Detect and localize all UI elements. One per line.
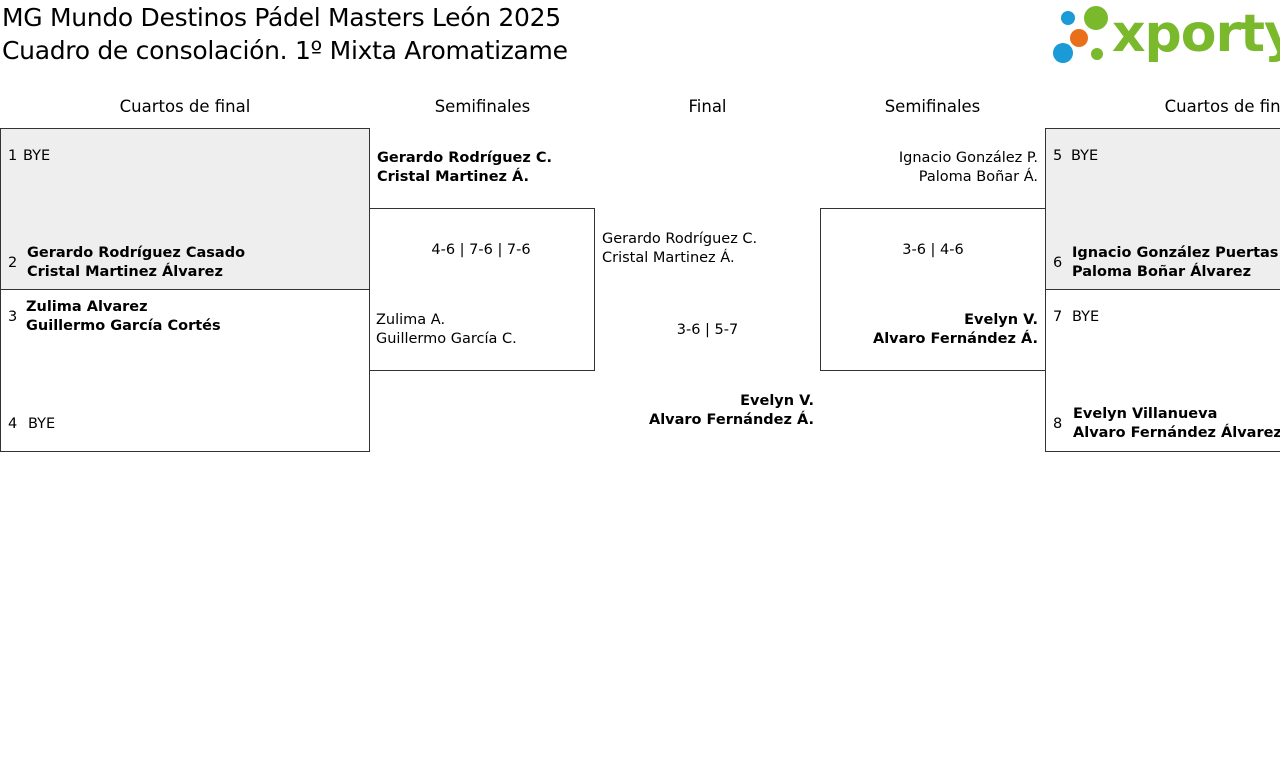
player-name: Paloma Boñar Álvarez xyxy=(1072,264,1252,280)
round-header-left-sf: Semifinales xyxy=(434,97,531,116)
team-name: BYE xyxy=(1072,309,1100,325)
final-score: 3-6 | 5-7 xyxy=(676,322,739,338)
right-qf-match-2[interactable]: 7 BYE 8 Evelyn Villanueva Alvaro Fernánd… xyxy=(1045,289,1280,452)
match-score: 3-6 | 4-6 xyxy=(902,242,964,258)
player-name: Cristal Martinez Álvarez xyxy=(27,264,223,280)
left-sf-top-player: Gerardo Rodríguez C. xyxy=(377,150,553,166)
team-name: BYE xyxy=(28,416,56,432)
player-name: Alvaro Fernández Álvarez xyxy=(1073,425,1280,441)
seed-number: 4 xyxy=(8,416,18,432)
final-top-player: Gerardo Rodríguez C. xyxy=(602,231,758,247)
right-sf-bracket: 3-6 | 4-6 Evelyn V. Alvaro Fernández Á. xyxy=(820,208,1046,371)
logo-wordmark: xporty xyxy=(1112,4,1280,64)
round-header-final: Final xyxy=(688,97,727,116)
left-qf-match-1[interactable]: 1 BYE 2 Gerardo Rodríguez Casado Cristal… xyxy=(0,128,370,290)
seed-number: 5 xyxy=(1053,148,1063,164)
seed-number: 3 xyxy=(8,309,18,325)
left-qf-match-2[interactable]: 3 Zulima Alvarez Guillermo García Cortés… xyxy=(0,289,370,452)
right-sf-top-player: Paloma Boñar Á. xyxy=(918,169,1038,185)
player-name: Zulima Alvarez xyxy=(26,299,148,315)
right-sf-top-player: Ignacio González P. xyxy=(898,150,1038,166)
xporty-logo[interactable]: xporty xyxy=(1050,2,1280,68)
tournament-title: MG Mundo Destinos Pádel Masters León 202… xyxy=(2,3,561,32)
match-score: 4-6 | 7-6 | 7-6 xyxy=(431,242,531,258)
player-name: Guillermo García Cortés xyxy=(26,318,221,334)
team-name: BYE xyxy=(23,148,51,164)
player-name: Ignacio González Puertas xyxy=(1072,245,1279,261)
round-header-right-sf: Semifinales xyxy=(884,97,981,116)
final-top-player: Cristal Martinez Á. xyxy=(602,250,735,266)
player-name: Alvaro Fernández Á. xyxy=(872,331,1038,347)
player-name: Zulima A. xyxy=(376,312,446,328)
seed-number: 1 xyxy=(8,148,18,164)
round-header-right-qf: Cuartos de final xyxy=(1164,97,1280,116)
right-qf-match-1[interactable]: 5 BYE 6 Ignacio González Puertas Paloma … xyxy=(1045,128,1280,290)
player-name: Gerardo Rodríguez Casado xyxy=(27,245,246,261)
player-name: Evelyn V. xyxy=(964,312,1038,328)
left-sf-bracket: 4-6 | 7-6 | 7-6 Zulima A. Guillermo Garc… xyxy=(369,208,595,371)
final-bottom-player: Alvaro Fernández Á. xyxy=(648,412,814,428)
xporty-logo-mark xyxy=(1053,6,1108,63)
seed-number: 2 xyxy=(8,255,18,271)
player-name: Guillermo García C. xyxy=(376,331,517,347)
seed-number: 8 xyxy=(1053,416,1063,432)
seed-number: 6 xyxy=(1053,255,1063,271)
left-sf-top-player: Cristal Martinez Á. xyxy=(377,169,530,185)
final-bottom-player: Evelyn V. xyxy=(740,393,814,409)
round-header-left-qf: Cuartos de final xyxy=(119,97,251,116)
seed-number: 7 xyxy=(1053,309,1063,325)
draw-subtitle: Cuadro de consolación. 1º Mixta Aromatiz… xyxy=(2,36,568,65)
player-name: Evelyn Villanueva xyxy=(1073,406,1218,422)
team-name: BYE xyxy=(1071,148,1099,164)
